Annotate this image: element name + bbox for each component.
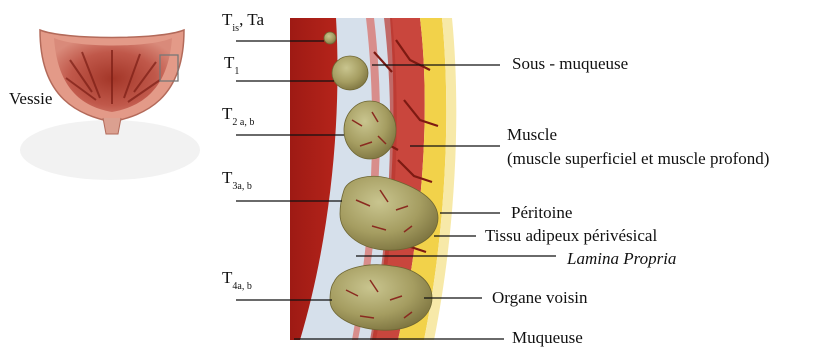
bladder-thumbnail: Vessie xyxy=(9,30,200,180)
stage-sub-text: 4a, b xyxy=(232,281,251,292)
layer-detail-text: (muscle superficiel et muscle profond) xyxy=(507,149,769,168)
stage-main-text: T xyxy=(222,168,233,187)
stage-main-text: T xyxy=(222,104,233,123)
stage-sub-text: 3a, b xyxy=(232,181,251,192)
svg-text:T4a, b: T4a, b xyxy=(222,268,252,292)
svg-text:T1: T1 xyxy=(224,53,239,77)
svg-text:T2 a, b: T2 a, b xyxy=(222,104,254,128)
layer-label-muscle: Muscle (muscle superficiel et muscle pro… xyxy=(410,125,769,168)
svg-text:Tis, Ta: Tis, Ta xyxy=(222,10,264,34)
layer-text: Muscle xyxy=(507,125,557,144)
svg-text:T3a, b: T3a, b xyxy=(222,168,252,192)
layer-text: Organe voisin xyxy=(492,288,588,307)
layer-text: Tissu adipeux périvésical xyxy=(485,226,657,245)
stage-main-text: T xyxy=(224,53,235,72)
layer-text: Muqueuse xyxy=(512,328,583,347)
stage-suffix-text: , Ta xyxy=(239,10,264,29)
stage-main-text: T xyxy=(222,10,233,29)
organ-label: Vessie xyxy=(9,89,52,108)
tumor-t2 xyxy=(344,101,396,159)
layer-text: Lamina Propria xyxy=(566,249,676,268)
tumor-t1 xyxy=(332,56,368,90)
tumor-tis-ta xyxy=(324,32,336,44)
stage-sub-text: 2 a, b xyxy=(232,117,254,128)
stage-main-text: T xyxy=(222,268,233,287)
layer-text: Sous - muqueuse xyxy=(512,54,628,73)
layer-text: Péritoine xyxy=(511,203,572,222)
layer-label-peritoine: Péritoine xyxy=(440,203,572,222)
stage-sub-text: 1 xyxy=(234,66,239,77)
layer-label-tissu-adipeux: Tissu adipeux périvésical xyxy=(434,226,657,245)
layer-label-organe-voisin: Organe voisin xyxy=(424,288,588,307)
tumor-t4 xyxy=(330,265,432,330)
